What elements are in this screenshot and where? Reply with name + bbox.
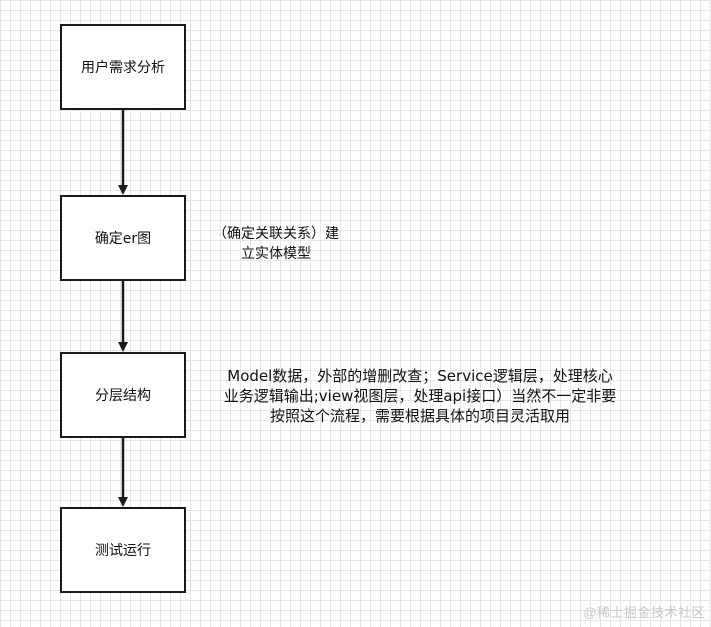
step-layered-structure: 分层结构 — [60, 352, 186, 438]
step-label: 测试运行 — [95, 543, 151, 559]
note-line: Model数据，外部的增删改查；Service逻辑层，处理核心 — [227, 367, 613, 385]
step-er-diagram: 确定er图 — [60, 195, 186, 281]
er-diagram-note: （确定关联关系）建 立实体模型 — [196, 224, 356, 264]
step-label: 确定er图 — [94, 231, 152, 247]
note-line: 立实体模型 — [241, 246, 311, 262]
step-requirements-analysis: 用户需求分析 — [60, 24, 186, 110]
watermark: @稀土掘金技术社区 — [583, 605, 705, 620]
note-line: 按照这个流程，需要根据具体的项目灵活取用 — [269, 407, 570, 425]
note-line: （确定关联关系）建 — [213, 226, 339, 242]
step-test-run: 测试运行 — [60, 507, 186, 593]
note-line: 业务逻辑输出;view视图层，处理api接口）当然不一定非要 — [223, 387, 617, 405]
layered-structure-note: Model数据，外部的增删改查；Service逻辑层，处理核心 业务逻辑输出;v… — [200, 366, 640, 426]
step-label: 用户需求分析 — [81, 60, 165, 76]
step-label: 分层结构 — [95, 388, 151, 404]
